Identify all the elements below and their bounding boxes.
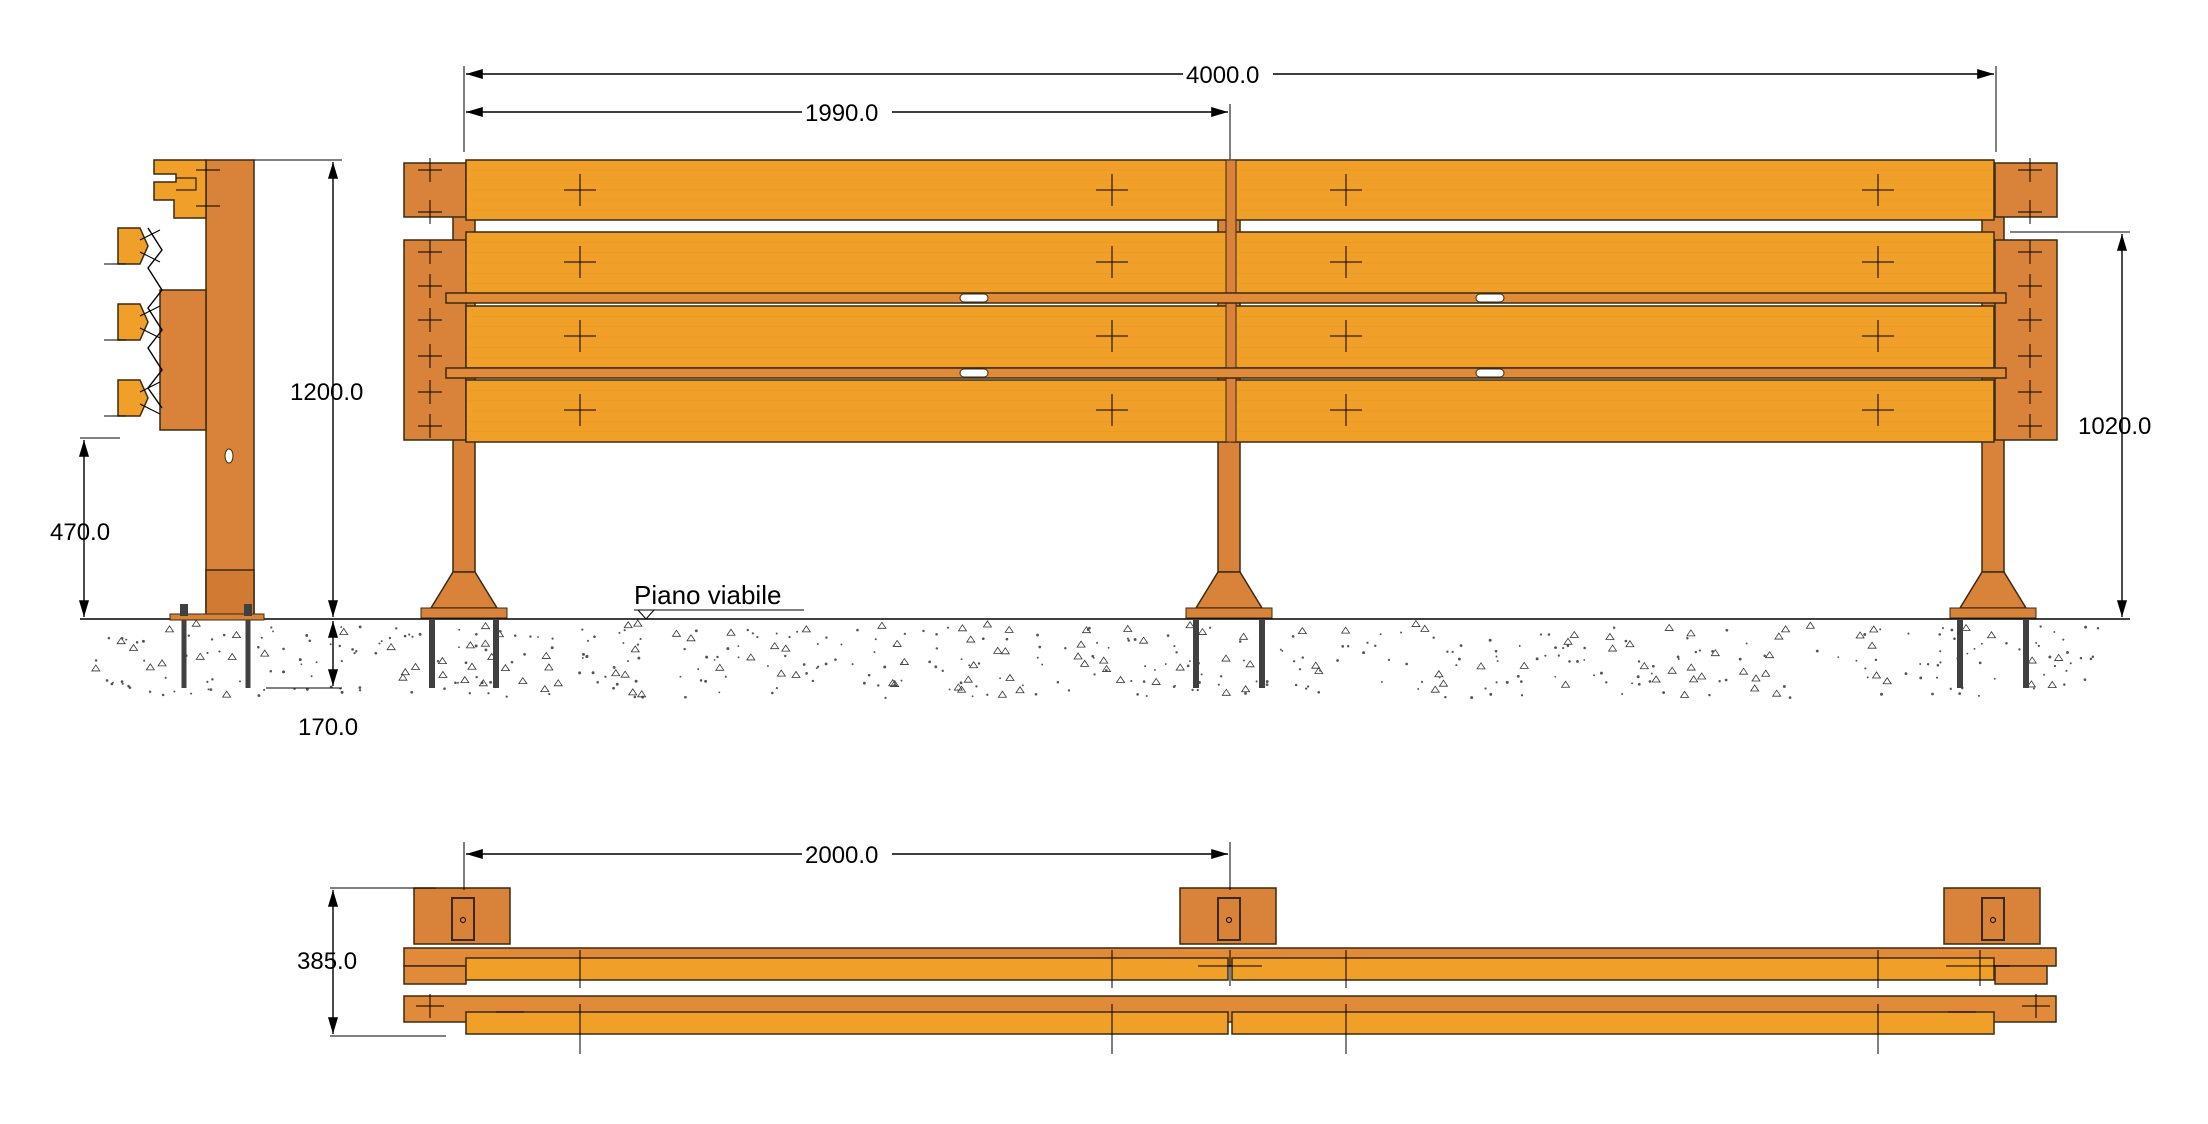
dim-rail-height: 470.0	[50, 519, 110, 546]
side-post	[205, 159, 255, 616]
dim-embed-depth: 170.0	[298, 714, 358, 741]
plan-post-plates	[413, 887, 2041, 945]
dim-post-spacing: 2000.0	[805, 842, 878, 869]
side-top-block	[153, 159, 207, 219]
front-steel-rails	[445, 292, 2007, 379]
side-lower-blocks	[104, 227, 163, 417]
front-end-blocks	[403, 162, 2058, 441]
front-crosshairs	[418, 158, 2042, 438]
side-view	[104, 159, 265, 688]
side-base-plate	[169, 613, 265, 621]
plan-marks	[416, 950, 2050, 1054]
gravel-texture	[91, 619, 2100, 700]
front-dimensions: 4000.0 1990.0 1020.0 Piano viabile	[463, 60, 2151, 620]
dim-plank-length: 1990.0	[805, 100, 878, 127]
plan-dimensions: 2000.0 385.0	[297, 840, 1231, 1037]
plan-view	[403, 887, 2057, 1054]
side-spacer	[159, 289, 207, 431]
front-anchors	[429, 620, 2029, 688]
dim-front-height: 1020.0	[2078, 413, 2151, 440]
front-view	[403, 158, 2058, 688]
road-level-label: Piano viabile	[634, 580, 781, 610]
dim-side-height: 1200.0	[290, 379, 363, 406]
ground	[80, 618, 2130, 700]
dim-plan-depth: 385.0	[297, 948, 357, 975]
plan-planks	[465, 957, 1995, 1035]
dim-total-length: 4000.0	[1186, 62, 1259, 89]
side-dimensions: 1200.0 470.0 170.0	[50, 159, 363, 741]
side-post-slot	[224, 448, 234, 464]
